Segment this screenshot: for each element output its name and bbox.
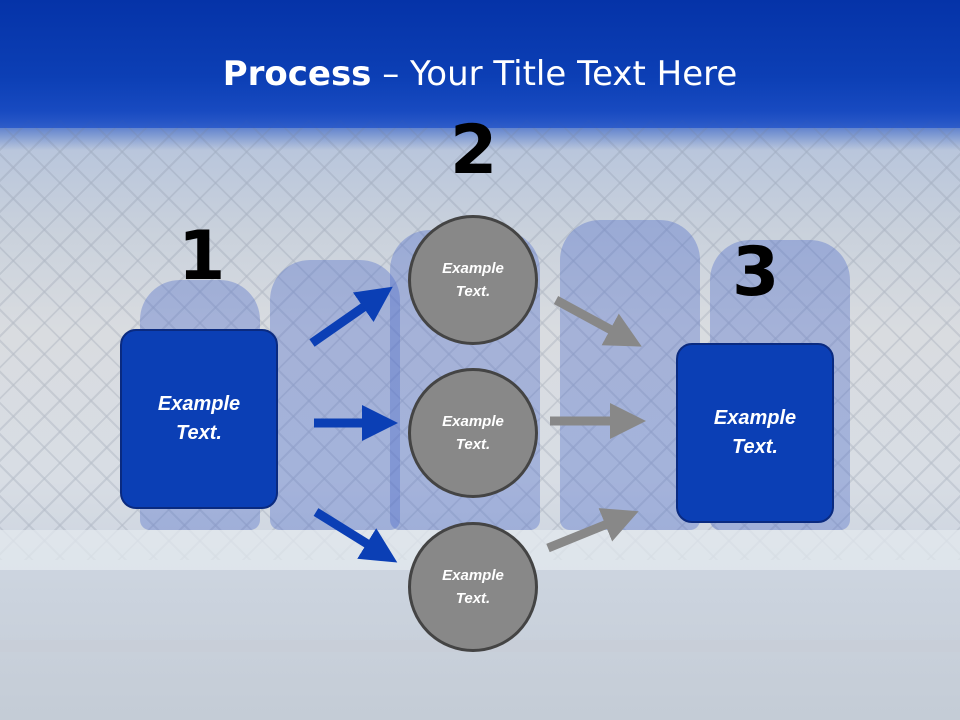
arrow-blue-down [313, 508, 398, 563]
circle-bottom[interactable]: Example Text. [408, 522, 538, 652]
header-band [0, 0, 960, 128]
arrow-gray-up [546, 508, 639, 553]
step-number-2: 2 [450, 111, 498, 190]
title-bold: Process [222, 54, 372, 94]
slide-title[interactable]: Process – Your Title Text Here [0, 52, 960, 96]
arrow-gray-down [553, 296, 642, 347]
step-number-1: 1 [178, 217, 226, 296]
arrow-blue-up [309, 286, 393, 347]
circle-middle-label: Example Text. [442, 413, 504, 453]
circle-middle[interactable]: Example Text. [408, 368, 538, 498]
circle-bottom-label: Example Text. [442, 567, 504, 607]
right-text-box[interactable]: Example Text. [676, 343, 834, 523]
circle-top[interactable]: Example Text. [408, 215, 538, 345]
circle-top-label: Example Text. [442, 260, 504, 300]
left-box-label: Example Text. [157, 393, 241, 444]
right-box-label: Example Text. [713, 407, 797, 458]
title-rest: – Your Title Text Here [371, 54, 738, 94]
step-number-3: 3 [732, 233, 780, 312]
left-text-box[interactable]: Example Text. [120, 329, 278, 509]
